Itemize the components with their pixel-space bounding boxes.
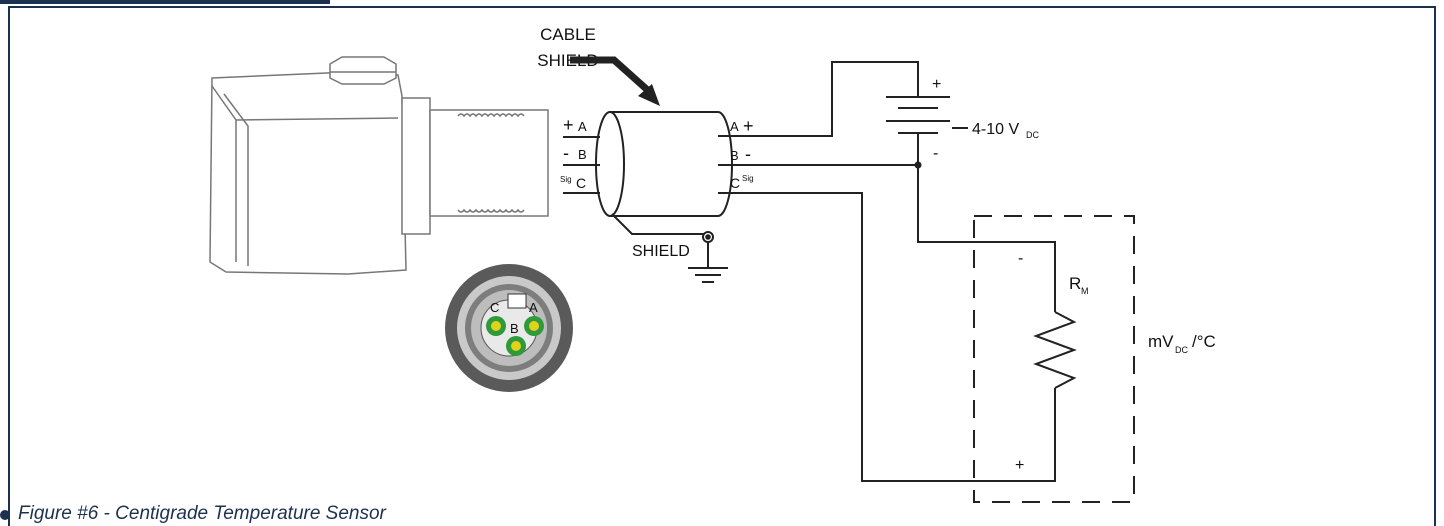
shield-ground-wiring [611,213,728,283]
battery-plus-label: + [932,76,941,93]
pin-c [486,316,506,336]
rm-sub: M [1081,286,1089,296]
right-pin-b-letter: B [730,148,739,163]
left-pin-c-letter: C [576,175,586,191]
cable-shield-label-line1: CABLE [540,25,596,44]
supply-voltage-sub: DC [1026,130,1039,140]
meter-minus-label: - [1018,250,1023,267]
left-pin-c-sign: Sig [560,175,572,184]
left-pin-a-letter: A [578,119,587,134]
left-pin-a-sign: + [563,115,574,135]
meter-dashed-box [973,215,1135,503]
right-pin-c-letter: C [730,175,740,191]
left-pin-b-sign: - [563,143,569,163]
battery-minus-label: - [933,145,938,162]
output-label: mV [1148,332,1174,351]
supply-voltage-label: 4-10 V [972,121,1019,138]
output-unit: /°C [1192,332,1216,351]
left-pin-leads [563,136,600,194]
junction-dot [914,161,922,169]
circuit-wires [718,61,1077,482]
left-pin-b-letter: B [578,147,587,162]
figure-frame [8,6,1436,526]
pin-c-label: C [490,300,499,315]
cable-shield-arrow [570,56,660,106]
right-pin-a-letter: A [730,119,739,134]
meter-plus-label: + [1015,457,1024,474]
cable-cylinder [595,111,733,217]
frame-top-mask [0,0,1444,6]
battery-symbol [886,96,968,134]
figure-caption: Figure #6 - Centigrade Temperature Senso… [18,503,386,524]
pin-a-label: A [529,300,538,315]
sensor-body-drawing [209,56,549,275]
cable-shield-label-line2: SHIELD [537,51,598,70]
section-heading-fragment [0,0,330,4]
output-sub: DC [1175,345,1188,355]
right-pin-c-sign: Sig [742,174,754,183]
caption-bullet [0,510,10,520]
right-pin-b-sign: - [745,144,751,164]
pin-a [524,316,544,336]
shield-label: SHIELD [632,243,690,260]
pin-b-label: B [510,321,519,336]
right-pin-a-sign: + [743,116,754,136]
rm-label: R [1069,274,1081,293]
pin-b [506,336,526,356]
connector-face: C A B [445,264,573,392]
